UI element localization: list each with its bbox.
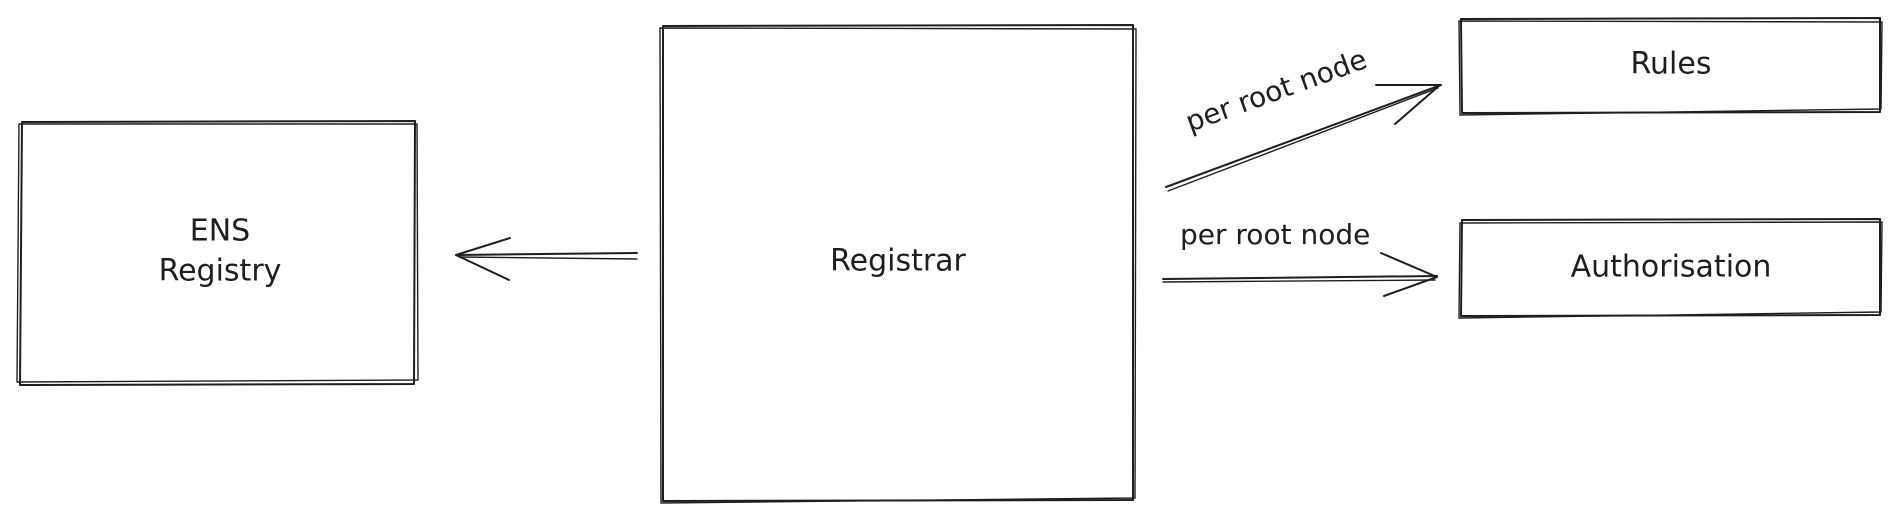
registrar-box-outline: [659, 27, 1137, 504]
ens-registry-label-line2: Registry: [159, 254, 282, 289]
arrow-shaft-double: [1162, 279, 1436, 283]
rules-box-outline: [1458, 20, 1883, 116]
authorisation-box-outline: [1458, 221, 1883, 319]
rules-box: [1460, 17, 1881, 114]
rules-label: Rules: [1631, 47, 1712, 82]
ens-registry-box: [19, 120, 416, 386]
registrar-label: Registrar: [830, 244, 966, 279]
arrow-head: [1380, 252, 1438, 297]
arrow-registrar-to-ens-registry[interactable]: [455, 237, 638, 281]
edge-label-authorisation: per root node: [1180, 218, 1370, 251]
arrow-shaft-double: [1167, 87, 1439, 192]
arrow-head: [455, 237, 511, 281]
authorisation-label: Authorisation: [1571, 250, 1772, 285]
authorisation-node[interactable]: Authorisation: [1458, 218, 1883, 319]
registrar-box: [662, 24, 1134, 502]
ens-registry-node[interactable]: ENS Registry: [16, 120, 419, 386]
arrow-shaft-double: [458, 256, 638, 260]
ens-registry-label-line1: ENS: [190, 214, 250, 249]
arrow-shaft: [1165, 84, 1442, 188]
arrow-registrar-to-authorisation[interactable]: per root node: [1162, 218, 1438, 297]
rules-node[interactable]: Rules: [1458, 17, 1883, 116]
arrow-shaft: [455, 252, 638, 256]
registrar-node[interactable]: Registrar: [659, 24, 1137, 504]
ens-registry-box-outline: [16, 123, 419, 383]
arrow-registrar-to-rules[interactable]: per root node: [1165, 42, 1442, 192]
arrow-shaft: [1162, 275, 1438, 280]
authorisation-box: [1460, 218, 1881, 317]
arrow-head: [1375, 84, 1441, 125]
